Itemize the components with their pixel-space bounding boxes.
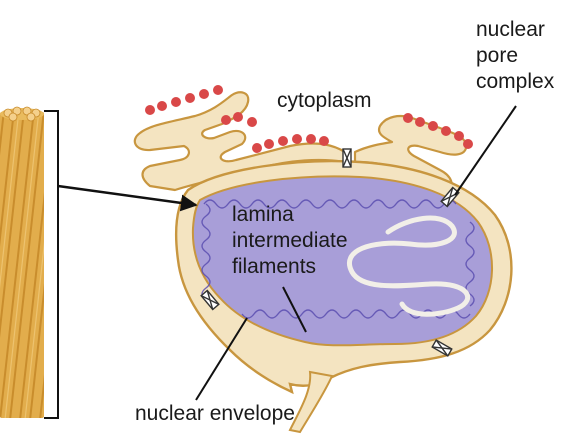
label-line: lamina (232, 203, 294, 226)
pore-pointer-line (454, 105, 517, 196)
label-line: nuclear (476, 18, 545, 41)
nuclear-envelope-label: nuclear envelope (135, 402, 295, 425)
chromatin-strand (347, 215, 471, 317)
label-line: pore (476, 44, 519, 67)
fiber-bracket (44, 110, 59, 419)
fiber-to-lamina-arrow (57, 184, 198, 212)
cytoplasm-label: cytoplasm (277, 89, 372, 112)
rough-er (133, 91, 468, 194)
nuclear-pores (200, 148, 460, 357)
label-line: intermediate (232, 229, 348, 252)
ribosome-cluster (145, 85, 473, 153)
envelope-pointer-line (195, 317, 248, 401)
lamina-filament-mesh (201, 199, 475, 319)
lamina-filaments-label: lamina intermediate filaments (232, 202, 348, 280)
intermediate-filament-fiber (0, 106, 44, 418)
nuclear-pore-complex-label: nuclear pore complex (476, 17, 576, 95)
label-line: filaments (232, 255, 317, 278)
lamina-pointer-line (282, 286, 307, 333)
label-line: complex (476, 70, 555, 93)
